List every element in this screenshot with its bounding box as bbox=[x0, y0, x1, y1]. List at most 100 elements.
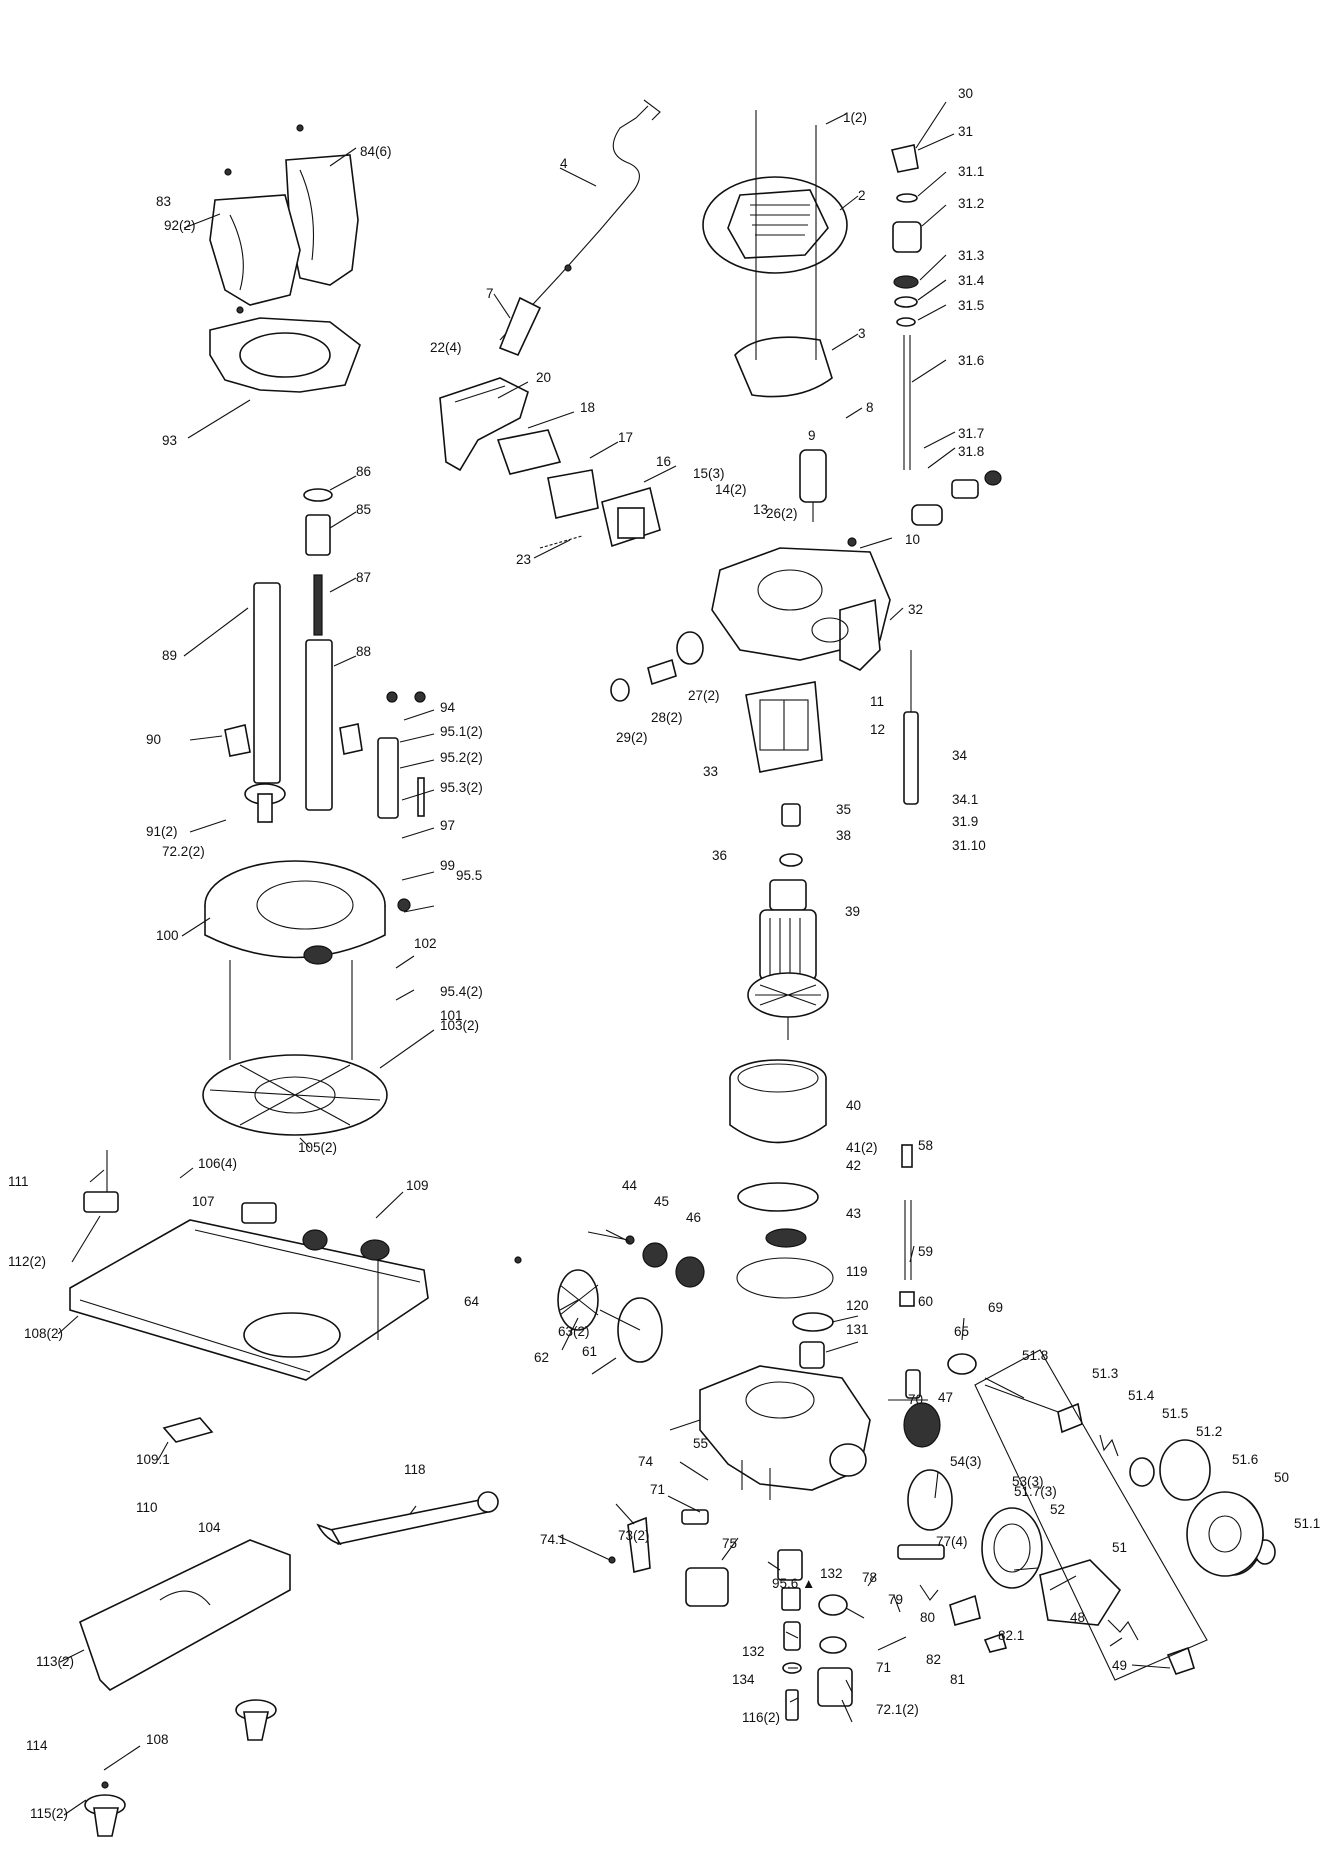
callout: 78 bbox=[862, 1570, 877, 1585]
callout: 23 bbox=[516, 552, 531, 567]
adjustment-parts-10 bbox=[911, 470, 1002, 526]
callout: 38 bbox=[836, 828, 851, 843]
callout: 109 bbox=[406, 1178, 429, 1193]
callout: 84(6) bbox=[360, 144, 392, 159]
callout: 119 bbox=[846, 1264, 868, 1279]
callout: 31.5 bbox=[958, 298, 984, 313]
callout: 94 bbox=[440, 700, 456, 715]
callout: 31.1 bbox=[958, 164, 984, 179]
callout: 63(2) bbox=[558, 1324, 590, 1339]
callout: 7 bbox=[486, 286, 494, 301]
callout: 31.10 bbox=[952, 838, 986, 853]
callout: 3 bbox=[858, 326, 866, 341]
callout: 35 bbox=[836, 802, 851, 817]
plate-110 bbox=[162, 1417, 214, 1443]
callout: 43 bbox=[846, 1206, 861, 1221]
callout: 13 bbox=[753, 502, 768, 517]
plunge-lock-74 bbox=[608, 1509, 729, 1607]
callout: 104 bbox=[198, 1520, 221, 1535]
callout: 59 bbox=[918, 1244, 933, 1259]
callout: 105(2) bbox=[298, 1140, 337, 1155]
callout: 116(2) bbox=[742, 1710, 780, 1725]
callout: 10 bbox=[905, 532, 920, 547]
callout: 72.2(2) bbox=[162, 844, 205, 859]
callout: 47 bbox=[938, 1390, 953, 1405]
callout: 51.7(3) bbox=[1014, 1484, 1057, 1499]
callout: 52 bbox=[1050, 1502, 1065, 1517]
depth-adjustment-shaft bbox=[891, 144, 922, 470]
callout: 42 bbox=[846, 1158, 861, 1173]
callout: 31.2 bbox=[958, 196, 984, 211]
callout: 11 bbox=[870, 694, 884, 709]
clamping-knobs bbox=[84, 1699, 277, 1837]
callout: 54(3) bbox=[950, 1454, 982, 1469]
callout: 74 bbox=[638, 1454, 654, 1469]
callout: 26(2) bbox=[766, 506, 798, 521]
callout: 16 bbox=[656, 454, 671, 469]
callout: 102 bbox=[414, 936, 437, 951]
callout: 44 bbox=[622, 1178, 638, 1193]
callout: 85 bbox=[356, 502, 371, 517]
callout: 34.1 bbox=[952, 792, 978, 807]
callout: 9 bbox=[808, 428, 816, 443]
callout: 31.9 bbox=[952, 814, 978, 829]
collet-assembly bbox=[777, 1549, 853, 1721]
callout: 99 bbox=[440, 858, 455, 873]
callout: 69 bbox=[988, 1300, 1003, 1315]
callout: 31.7 bbox=[958, 426, 984, 441]
router-base bbox=[204, 860, 411, 965]
sub-base bbox=[202, 960, 388, 1136]
callout: 95.5 bbox=[456, 868, 482, 883]
gear-parts bbox=[907, 1469, 1043, 1589]
callout: 77(4) bbox=[936, 1534, 968, 1549]
callout: 101 bbox=[440, 1008, 463, 1023]
callout: 111 bbox=[8, 1174, 29, 1189]
callout: 12 bbox=[870, 722, 885, 737]
callout: 18 bbox=[580, 400, 595, 415]
chip-guard-assembly bbox=[209, 124, 361, 393]
callout: 51.4 bbox=[1128, 1388, 1155, 1403]
callout: 115(2) bbox=[30, 1806, 68, 1821]
parallel-guide-plate bbox=[69, 1150, 429, 1381]
callout: 28(2) bbox=[651, 710, 683, 725]
callout: 51.5 bbox=[1162, 1406, 1188, 1421]
callout: 110 bbox=[136, 1500, 158, 1515]
callout: 51.1 bbox=[1294, 1516, 1320, 1531]
callout: 58 bbox=[918, 1138, 933, 1153]
callout: 92(2) bbox=[164, 218, 196, 233]
callout: 30 bbox=[958, 86, 973, 101]
callout: 95.4(2) bbox=[440, 984, 483, 999]
brush-cap-parts bbox=[610, 631, 704, 702]
callout: 73(2) bbox=[618, 1528, 650, 1543]
callout: 74.1 bbox=[540, 1532, 566, 1547]
callout: 51.8 bbox=[1022, 1348, 1048, 1363]
callout: 82 bbox=[926, 1652, 941, 1667]
lock-pin-60 bbox=[899, 1144, 915, 1307]
callout: 41(2) bbox=[846, 1140, 878, 1155]
power-cord-assembly bbox=[498, 99, 661, 357]
callout: 39 bbox=[845, 904, 860, 919]
callout: 71 bbox=[876, 1660, 891, 1675]
callout: 109.1 bbox=[136, 1452, 170, 1467]
bracket-114 bbox=[79, 1539, 291, 1691]
callout: 100 bbox=[156, 928, 179, 943]
callout: 97 bbox=[440, 818, 455, 833]
callout: 31.6 bbox=[958, 353, 984, 368]
callout: 60 bbox=[918, 1294, 933, 1309]
callout: 120 bbox=[846, 1298, 869, 1313]
callout: 91(2) bbox=[146, 824, 178, 839]
callout: 81 bbox=[950, 1672, 965, 1687]
callout: 103(2) bbox=[440, 1018, 479, 1033]
callout: 131 bbox=[846, 1322, 869, 1337]
callout: 107 bbox=[192, 1194, 215, 1209]
callout: 95.6 ▲ bbox=[772, 1576, 815, 1591]
callout: 29(2) bbox=[616, 730, 648, 745]
bearing-35-38 bbox=[779, 803, 803, 867]
callout: 51.3 bbox=[1092, 1366, 1118, 1381]
callout: 46 bbox=[686, 1210, 701, 1225]
bearings-44-46 bbox=[625, 1235, 705, 1288]
handle-assembly bbox=[439, 377, 529, 472]
leader-lines bbox=[57, 101, 1171, 1816]
depth-stop-parts bbox=[224, 691, 426, 823]
spindle-collars bbox=[792, 1312, 834, 1369]
